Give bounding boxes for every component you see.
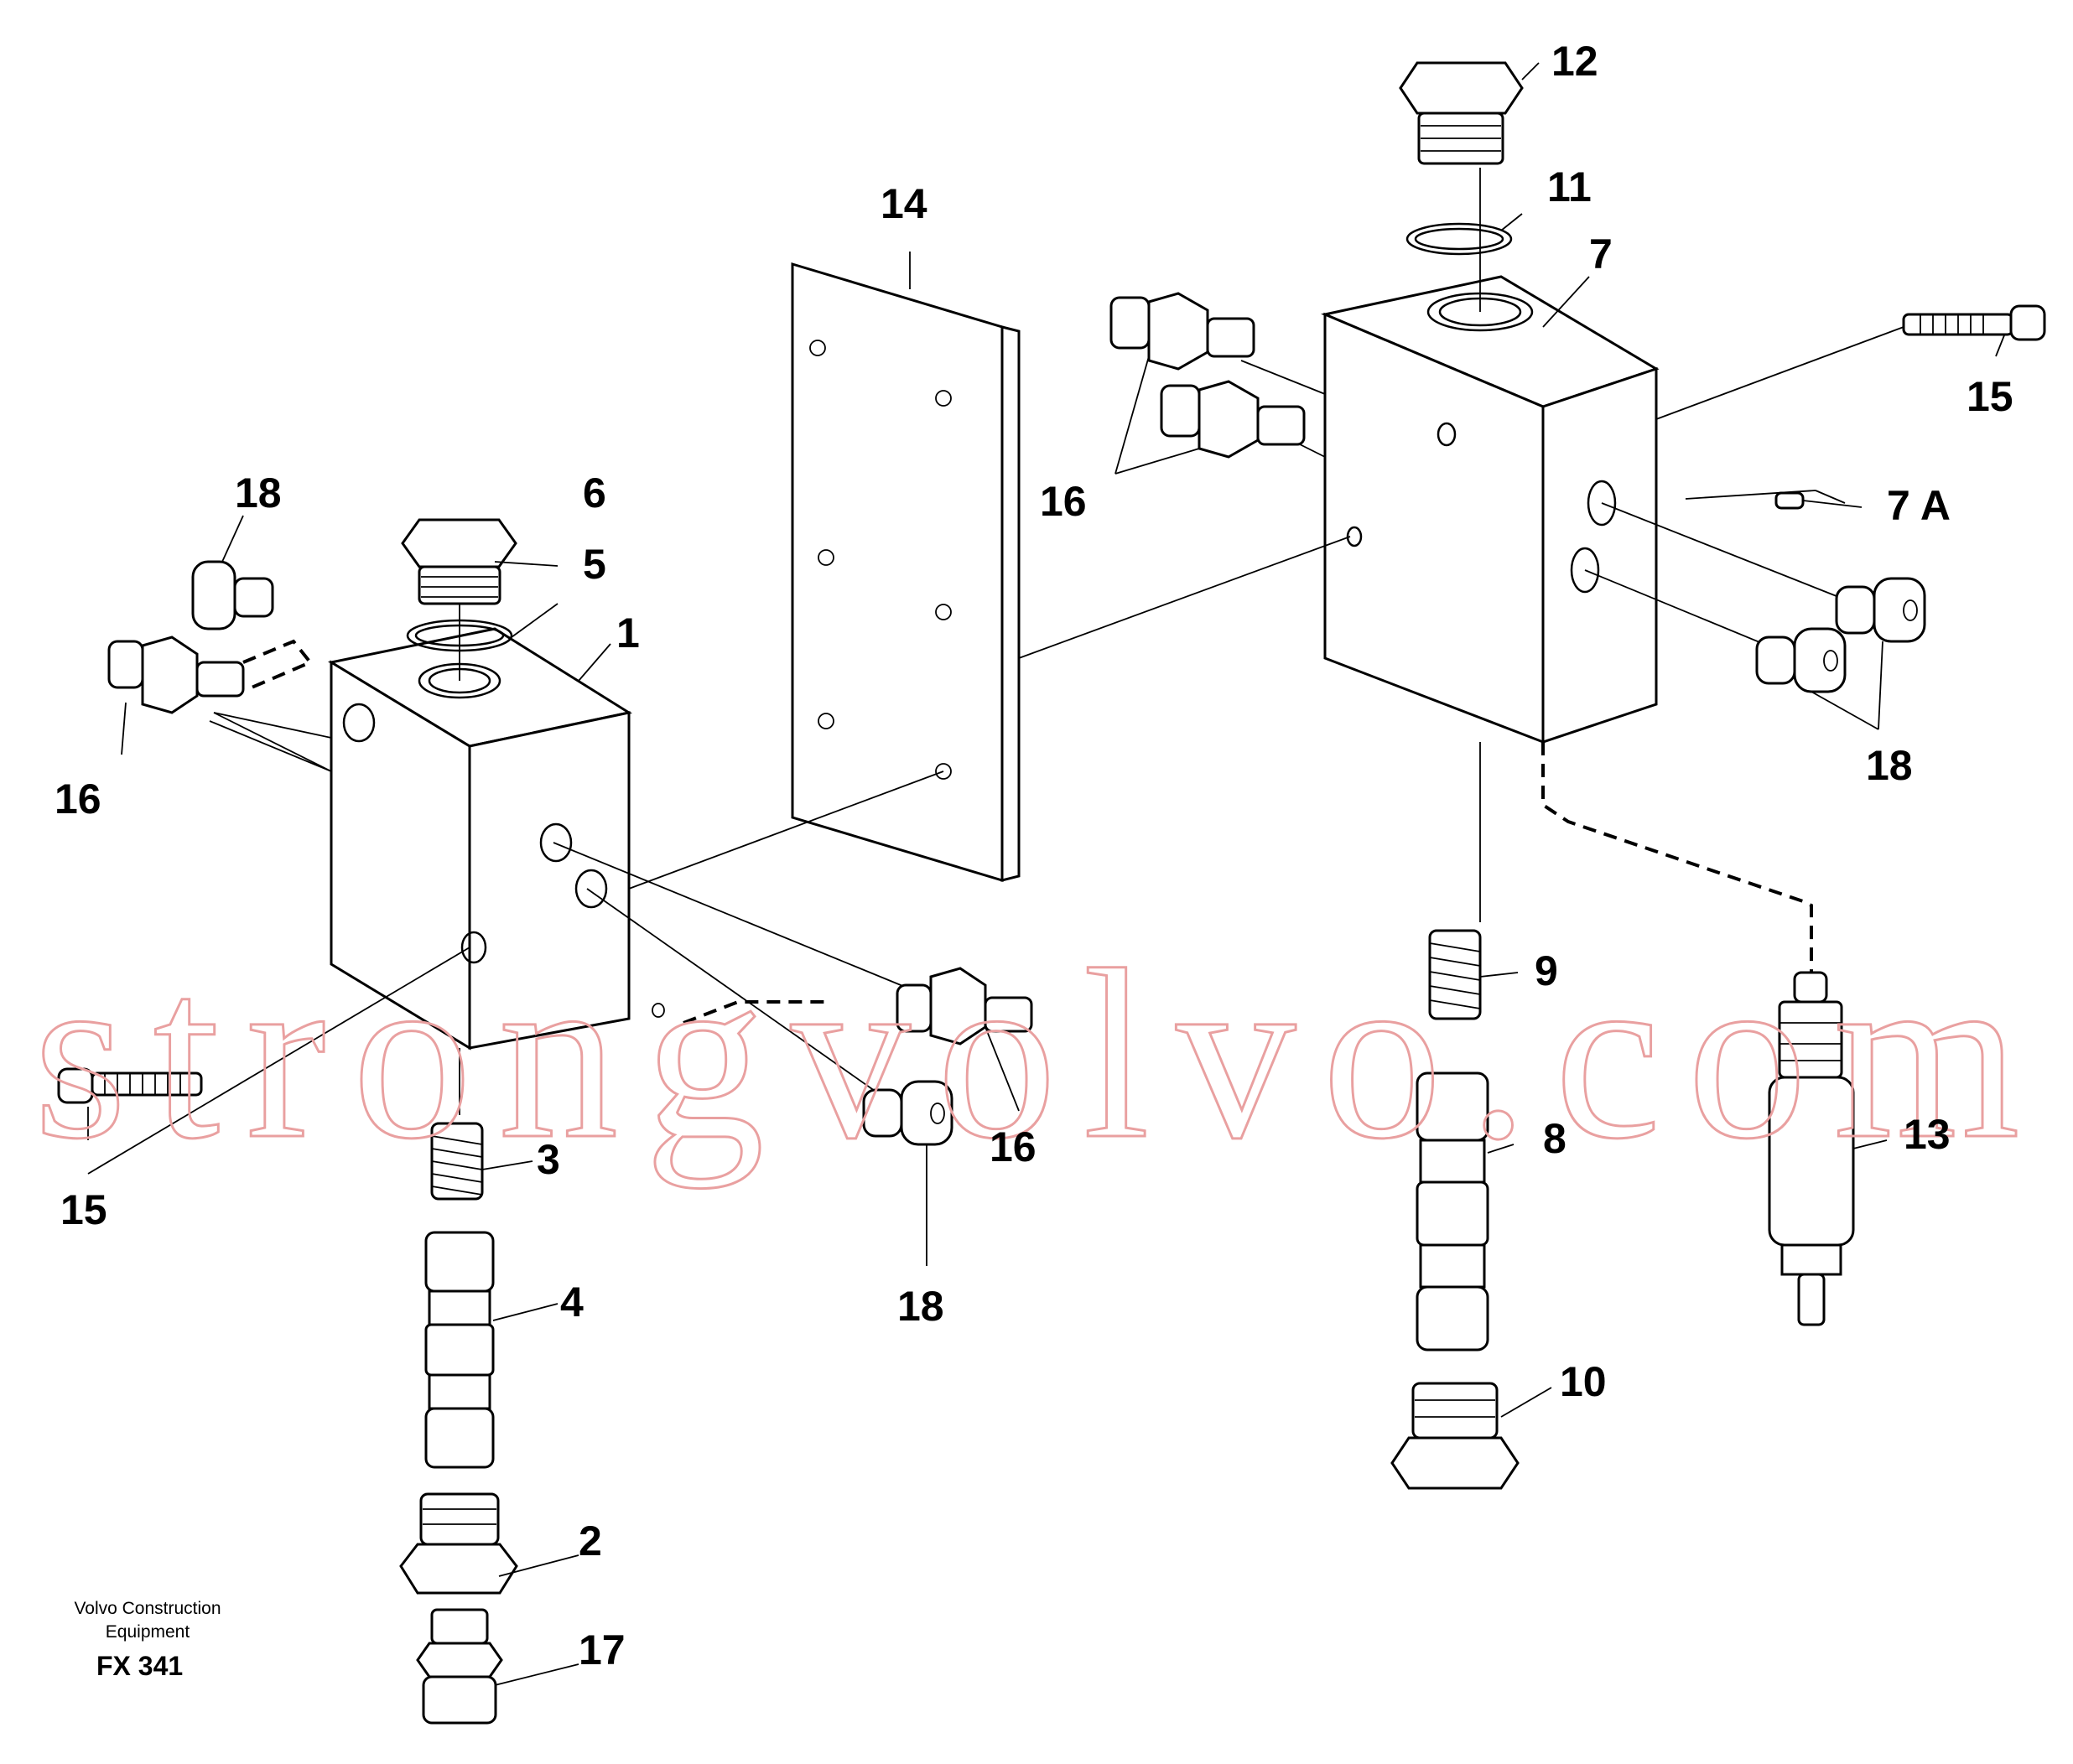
callout-18-left-bottom: 18 [897, 1283, 944, 1330]
callout-18-right: 18 [1866, 742, 1913, 789]
callout-15-right: 15 [1966, 373, 2013, 420]
callout-18-left-top: 18 [235, 470, 282, 516]
part-13-relief-valve [1768, 971, 1855, 1326]
callout-17: 17 [579, 1627, 626, 1673]
part-12-plug [1399, 61, 1524, 165]
part-11-o-ring [1405, 222, 1513, 256]
part-18-plug-left-top [191, 560, 274, 630]
callout-7: 7 [1589, 231, 1613, 278]
callout-leaders [87, 62, 2005, 1686]
callout-15-left: 15 [60, 1186, 107, 1233]
part-5-o-ring [406, 619, 513, 652]
callout-16-middle: 16 [1040, 478, 1087, 525]
part-15-screw-right [1902, 304, 2046, 341]
callout-4: 4 [560, 1279, 584, 1326]
part-17-fitting [416, 1608, 503, 1725]
callout-7a: 7 A [1887, 482, 1951, 529]
callout-6: 6 [583, 470, 606, 516]
callout-labels: 1 2 3 4 5 6 7 7 A 8 9 10 11 12 13 14 15 … [55, 38, 2013, 1673]
brand-line-2: Equipment [106, 1622, 190, 1642]
part-7a-pin [1774, 491, 1805, 510]
part-16-fitting-middle-lower [1160, 380, 1306, 459]
callout-3: 3 [537, 1136, 560, 1183]
watermark-text: strongvolvo.com [34, 920, 2046, 1189]
part-3-spring [430, 1122, 484, 1201]
callout-14: 14 [881, 180, 927, 227]
footer-block: Volvo Construction Equipment FX 341 [74, 1599, 221, 1681]
part-16-fitting-right [896, 967, 1033, 1045]
brand-line-1: Volvo Construction [74, 1599, 221, 1618]
part-16-fitting-middle-upper [1109, 292, 1255, 371]
part-18-plug-right-lower [1755, 627, 1847, 693]
callout-12: 12 [1551, 38, 1598, 85]
figure-code: FX 341 [96, 1651, 183, 1681]
callout-8: 8 [1543, 1115, 1566, 1162]
part-15-screw-left [57, 1067, 203, 1104]
part-1-left-valve-block [327, 627, 665, 1051]
assembly-lines [87, 168, 1904, 1175]
part-4-spool [424, 1231, 495, 1469]
part-7-right-valve-block [1321, 275, 1660, 745]
part-8-spool [1416, 1071, 1489, 1352]
callout-11: 11 [1547, 163, 1592, 210]
callout-16-right: 16 [990, 1123, 1036, 1170]
callout-2: 2 [579, 1518, 602, 1564]
part-6-plug [401, 518, 517, 605]
callout-1: 1 [616, 610, 640, 656]
callout-5: 5 [583, 541, 606, 588]
callout-13: 13 [1904, 1111, 1951, 1158]
callout-10: 10 [1560, 1358, 1607, 1405]
part-9-spring [1428, 929, 1482, 1020]
callout-9: 9 [1535, 947, 1558, 994]
part-16-fitting-left [107, 636, 245, 714]
part-18-plug-right-upper [1835, 577, 1926, 643]
part-10-plug [1390, 1382, 1520, 1490]
part-2-plug [399, 1492, 518, 1595]
callout-16-left: 16 [55, 776, 101, 822]
part-14-mounting-plate [791, 262, 1021, 883]
